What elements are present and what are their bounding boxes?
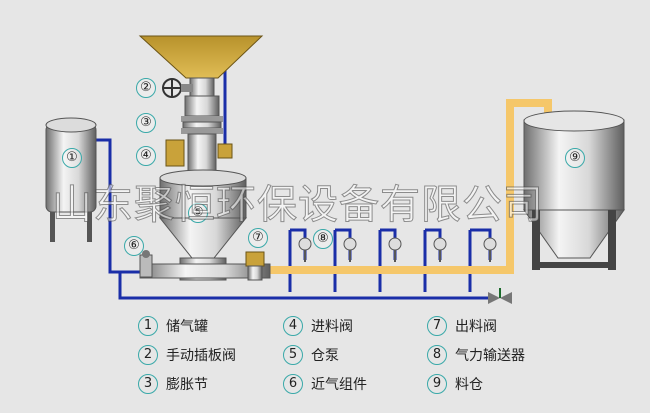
air-supply-lines	[96, 62, 495, 300]
booster-5	[483, 237, 497, 262]
callout-8: ⑧	[313, 229, 333, 249]
air-receiver-tank	[45, 117, 97, 242]
callout-6: ⑥	[124, 236, 144, 256]
callout-3: ③	[136, 113, 156, 133]
callout-1: ①	[62, 148, 82, 168]
booster-3	[388, 237, 402, 262]
feed-hopper	[138, 35, 264, 97]
callout-9: ⑨	[565, 148, 585, 168]
callout-5: ⑤	[188, 203, 208, 223]
booster-2	[343, 237, 357, 262]
callout-2: ②	[136, 78, 156, 98]
end-valve-icon	[488, 288, 512, 304]
air-inlet-assembly	[139, 250, 153, 278]
discharge-valve	[245, 251, 265, 281]
callout-7: ⑦	[248, 228, 268, 248]
booster-4	[433, 237, 447, 262]
material-line	[265, 99, 552, 274]
valve-column	[165, 95, 233, 175]
company-watermark: 山东聚恒环保设备有限公司	[52, 182, 544, 229]
callout-4: ④	[136, 146, 156, 166]
handwheel-valve	[162, 78, 193, 98]
booster-1	[298, 237, 312, 262]
boosters	[298, 237, 497, 262]
